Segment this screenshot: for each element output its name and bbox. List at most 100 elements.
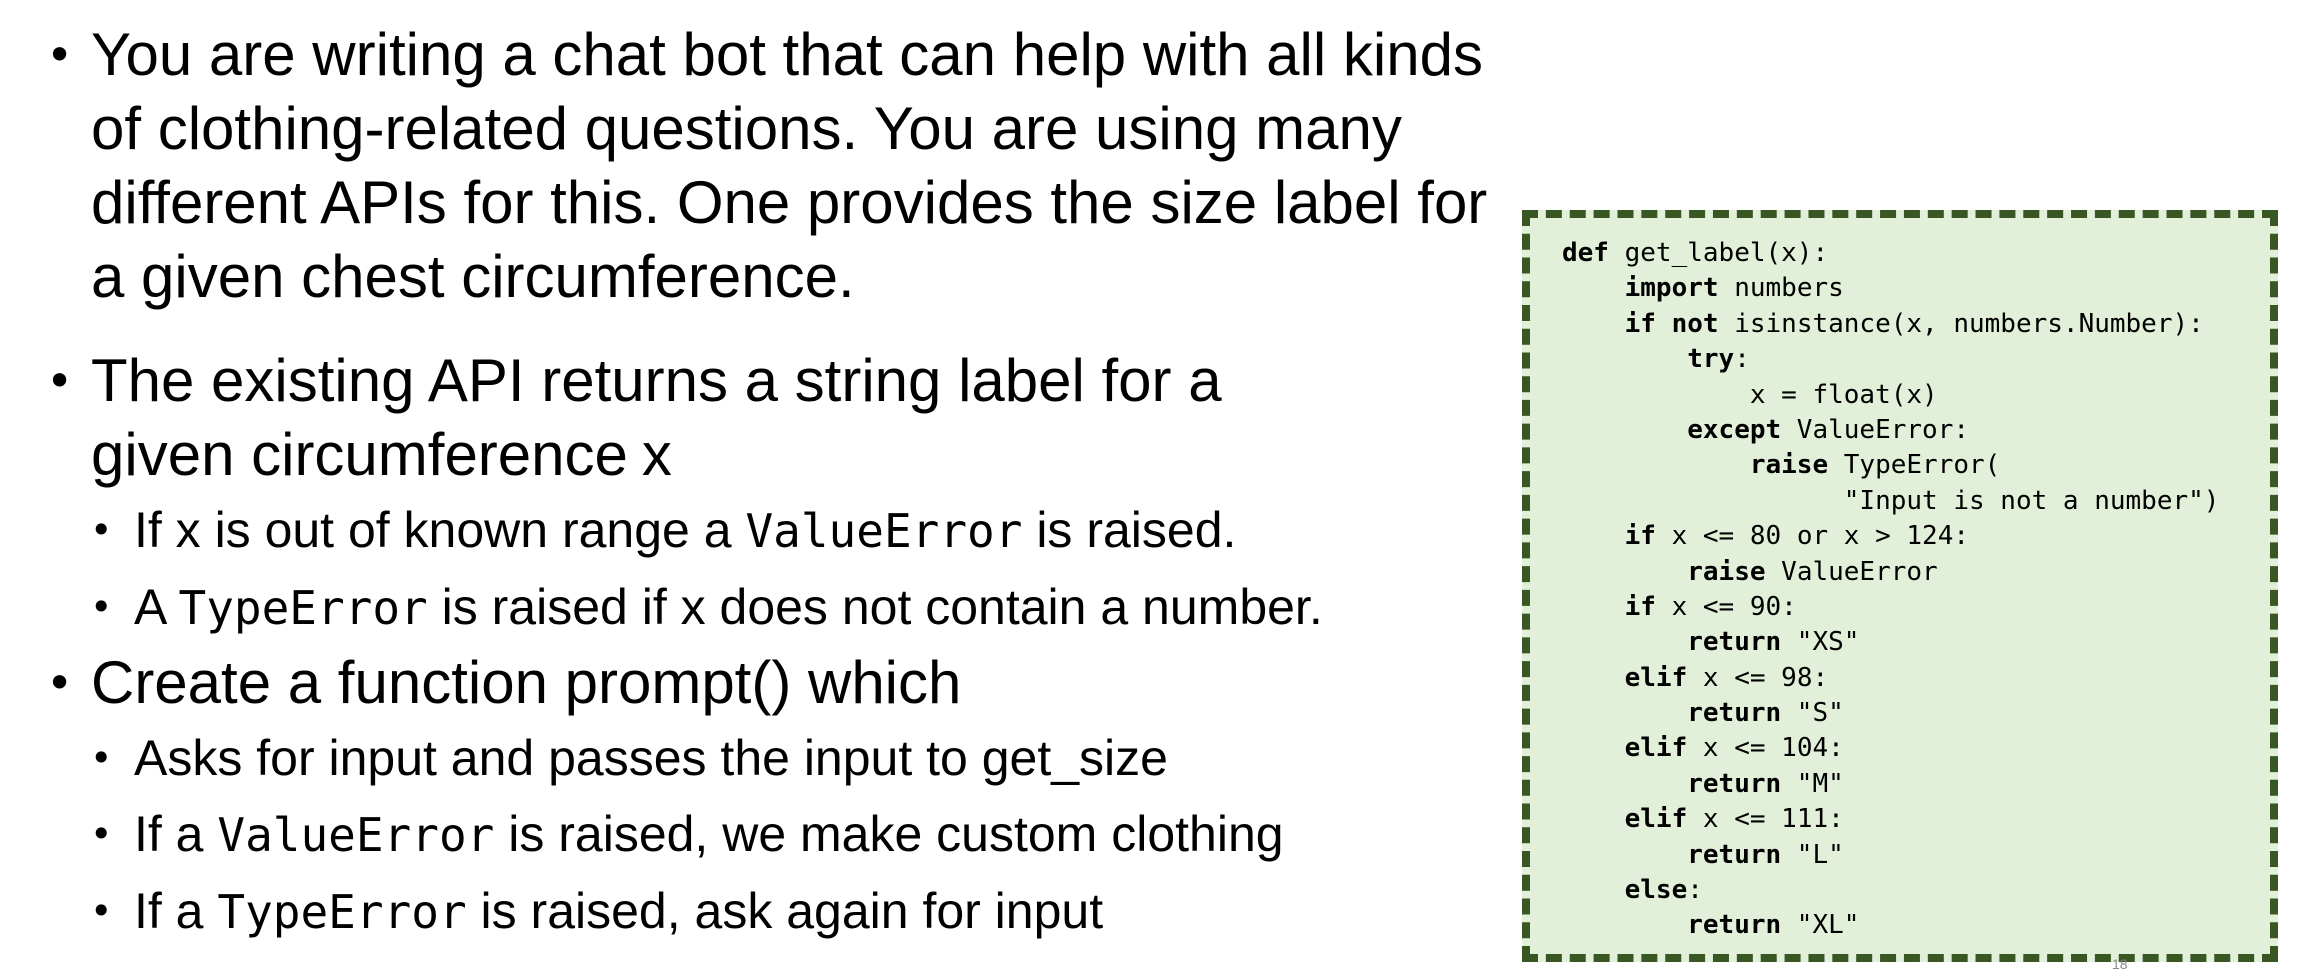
sub-bullet-text: If a bbox=[134, 806, 204, 862]
sub-bullet-asks-input: Asks for input and passes the input to g… bbox=[46, 720, 1516, 796]
code-keyword: elif bbox=[1624, 804, 1688, 835]
code-text: x <= 104: bbox=[1687, 733, 1844, 764]
code-line: try: bbox=[1562, 342, 2219, 377]
code-valueerror: ValueError bbox=[745, 504, 1023, 558]
code-text: "S" bbox=[1781, 698, 1844, 729]
code-line: return "XL" bbox=[1562, 908, 2219, 943]
code-keyword: def bbox=[1562, 238, 1609, 268]
code-indent bbox=[1562, 733, 1625, 763]
code-line: import numbers bbox=[1562, 271, 2219, 306]
bullet-chat-bot: You are writing a chat bot that can help… bbox=[46, 18, 1516, 314]
code-line: elif x <= 98: bbox=[1562, 661, 2219, 696]
code-keyword: if not bbox=[1624, 308, 1719, 339]
sub-bullet-text: is raised, we make custom clothing bbox=[508, 806, 1284, 862]
code-text: "M" bbox=[1781, 768, 1844, 799]
sub-bullet-ask-again: If a TypeError is raised, ask again for … bbox=[46, 873, 1516, 950]
sub-bullet-text: is raised if x does not contain a number… bbox=[441, 579, 1323, 635]
code-text: : bbox=[1734, 344, 1750, 375]
sub-bullet-text: is raised, ask again for input bbox=[480, 883, 1104, 939]
sub-bullet-typeerror: A TypeError is raised if x does not cont… bbox=[46, 569, 1516, 646]
code-keyword: return bbox=[1687, 910, 1782, 941]
code-indent bbox=[1562, 627, 1687, 657]
code-text: "L" bbox=[1781, 839, 1844, 870]
code-text: x <= 80 or x > 124: bbox=[1655, 521, 1970, 552]
code-indent bbox=[1562, 663, 1625, 693]
code-keyword: raise bbox=[1749, 450, 1829, 481]
code-text: : bbox=[1687, 875, 1703, 906]
code-box: def get_label(x): import numbers if not … bbox=[1522, 210, 2278, 962]
code-keyword: if bbox=[1624, 591, 1656, 622]
code-indent bbox=[1562, 698, 1687, 728]
code-line: else: bbox=[1562, 873, 2219, 908]
code-indent bbox=[1562, 592, 1625, 622]
code-typeerror: TypeError bbox=[178, 581, 428, 635]
code-text: "XS" bbox=[1781, 627, 1860, 658]
code-keyword: return bbox=[1687, 839, 1782, 870]
code-line: elif x <= 111: bbox=[1562, 802, 2219, 837]
code-text: isinstance(x, numbers.Number): bbox=[1718, 308, 2204, 339]
code-line: elif x <= 104: bbox=[1562, 731, 2219, 766]
code-indent bbox=[1562, 840, 1687, 870]
code-keyword: elif bbox=[1624, 662, 1688, 693]
bullet-list: You are writing a chat bot that can help… bbox=[46, 18, 1516, 950]
bullet-create-function: Create a function prompt() which bbox=[46, 646, 1516, 720]
code-block: def get_label(x): import numbers if not … bbox=[1562, 236, 2219, 944]
code-line: x = float(x) bbox=[1562, 379, 1938, 410]
page-number: 18 bbox=[2112, 956, 2128, 972]
code-indent bbox=[1562, 273, 1625, 303]
sub-bullet-text: is raised. bbox=[1036, 502, 1237, 558]
code-line: "Input is not a number") bbox=[1562, 485, 2220, 516]
code-line: return "XS" bbox=[1562, 625, 2219, 660]
code-text: x <= 98: bbox=[1687, 662, 1829, 693]
sub-bullet-text: If a bbox=[134, 883, 204, 939]
code-text: ValueError: bbox=[1781, 414, 1969, 445]
code-keyword: else bbox=[1624, 875, 1688, 906]
code-line: except ValueError: bbox=[1562, 413, 2219, 448]
code-keyword: try bbox=[1687, 344, 1735, 375]
code-keyword: return bbox=[1687, 698, 1782, 729]
code-indent bbox=[1562, 557, 1687, 587]
code-indent bbox=[1562, 344, 1687, 374]
code-keyword: elif bbox=[1624, 733, 1688, 764]
code-keyword: except bbox=[1687, 414, 1782, 445]
code-text: TypeError( bbox=[1828, 450, 2001, 481]
code-indent bbox=[1562, 769, 1687, 799]
code-indent bbox=[1562, 804, 1625, 834]
code-indent bbox=[1562, 521, 1625, 551]
code-indent bbox=[1562, 450, 1750, 480]
code-text: numbers bbox=[1718, 273, 1844, 304]
code-keyword: return bbox=[1687, 627, 1782, 658]
bullet-existing-api-text: The existing API returns a string label … bbox=[91, 347, 1222, 414]
code-typeerror: TypeError bbox=[217, 885, 467, 939]
sub-bullet-text: If x is out of known range a bbox=[134, 502, 732, 558]
code-keyword: if bbox=[1624, 521, 1656, 552]
code-text: get_label(x): bbox=[1608, 238, 1829, 268]
sub-bullet-valueerror: If x is out of known range a ValueError … bbox=[46, 492, 1516, 569]
code-line: if x <= 80 or x > 124: bbox=[1562, 519, 2219, 554]
code-line: def get_label(x): bbox=[1562, 236, 2219, 271]
code-text: ValueError bbox=[1765, 556, 1938, 587]
code-keyword: import bbox=[1624, 273, 1719, 304]
code-line: return "M" bbox=[1562, 767, 2219, 802]
sub-bullet-text: A bbox=[134, 579, 165, 635]
code-line: if x <= 90: bbox=[1562, 590, 2219, 625]
code-keyword: raise bbox=[1687, 556, 1766, 587]
code-text: x <= 90: bbox=[1655, 591, 1797, 622]
code-line: raise TypeError( bbox=[1562, 448, 2219, 483]
code-indent bbox=[1562, 875, 1625, 905]
code-line: if not isinstance(x, numbers.Number): bbox=[1562, 307, 2219, 342]
code-indent bbox=[1562, 415, 1687, 445]
code-line: raise ValueError bbox=[1562, 555, 2219, 590]
sub-bullet-custom-clothing: If a ValueError is raised, we make custo… bbox=[46, 796, 1516, 873]
code-keyword: return bbox=[1687, 768, 1782, 799]
code-text: x <= 111: bbox=[1687, 804, 1844, 835]
code-indent bbox=[1562, 309, 1625, 339]
bullet-existing-api-text2: given circumference bbox=[91, 421, 628, 488]
code-line: return "L" bbox=[1562, 838, 2219, 873]
bullet-var-x: x bbox=[641, 421, 672, 488]
code-valueerror: ValueError bbox=[217, 808, 495, 862]
code-indent bbox=[1562, 910, 1687, 940]
bullet-existing-api: The existing API returns a string label … bbox=[46, 344, 1516, 492]
code-text: "XL" bbox=[1781, 910, 1860, 941]
